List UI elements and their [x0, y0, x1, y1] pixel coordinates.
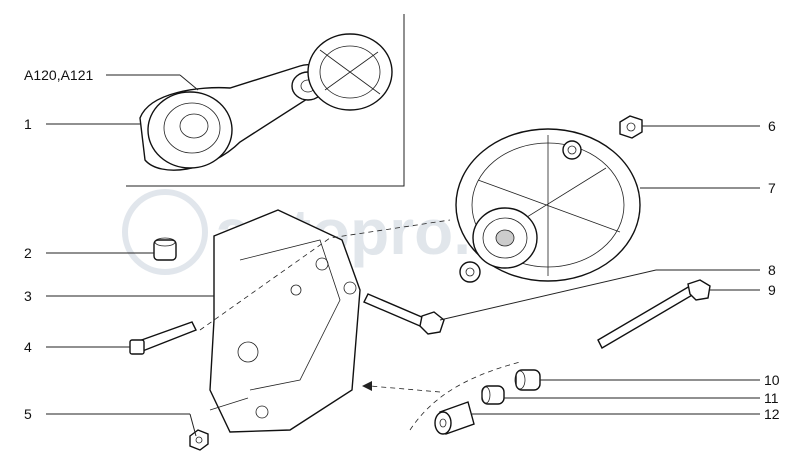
- alternator: [455, 128, 641, 283]
- callout-4: 4: [24, 339, 32, 355]
- belt-drive-inset: [126, 14, 405, 187]
- callout-2: 2: [24, 245, 32, 261]
- callout-3: 3: [24, 288, 32, 304]
- callout-1: 1: [24, 116, 32, 132]
- sleeve-part-10: [514, 369, 541, 391]
- callout-5: 5: [24, 406, 32, 422]
- inset-label: A120,A121: [24, 67, 93, 83]
- callout-8: 8: [768, 262, 776, 278]
- callout-labels: A120,A121 1 2 3 4 5 6 7 8 9 10 11 12: [24, 67, 780, 422]
- callout-10: 10: [764, 372, 780, 388]
- callout-9: 9: [768, 282, 776, 298]
- bolt-part-4: [129, 321, 197, 355]
- bolt-part-8: [363, 293, 445, 335]
- rubber-bushing-part-12: [434, 401, 475, 435]
- callout-12: 12: [764, 406, 780, 422]
- bushing-part-2: [153, 237, 177, 261]
- long-bolt-part-9: [597, 279, 711, 349]
- assembly-arrow: [199, 219, 521, 431]
- bracket: [209, 209, 361, 433]
- leader-lines: [46, 74, 760, 437]
- callout-7: 7: [768, 180, 776, 196]
- nut-part-6: [619, 115, 643, 139]
- callout-11: 11: [764, 390, 779, 406]
- callout-6: 6: [768, 118, 776, 134]
- spacer-part-11: [481, 385, 505, 405]
- nut-part-5: [189, 429, 209, 451]
